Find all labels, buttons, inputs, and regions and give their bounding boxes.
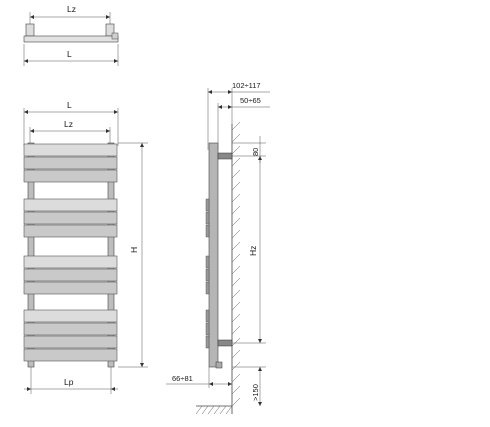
side-bar-profiles [205,198,210,349]
bar [23,156,118,170]
bar-group-3 [23,255,118,295]
front-lp-label: Lp [64,377,74,387]
bar [23,281,118,295]
wall-hatching [231,121,241,407]
top-wall-bracket [217,152,233,160]
side-top-offset-label: 80 [251,148,260,156]
bar [23,335,118,349]
side-depth-wall-label: 50÷65 [240,96,261,105]
side-valve [215,361,223,369]
front-lz-label: Lz [64,119,73,129]
bar [23,348,118,362]
front-l-label: L [67,100,72,110]
bar [23,322,118,336]
bar [23,198,118,212]
side-view: 102÷117 50÷65 [166,81,270,415]
top-view: Lz L [23,4,119,66]
side-bottom-offset-label: 66÷81 [172,374,193,383]
top-radiator-body [23,35,119,43]
top-left-valve [25,23,35,37]
bar [23,169,118,183]
bar [23,268,118,282]
bar-group-1 [23,143,118,183]
bottom-wall-bracket [217,339,233,347]
top-lz-label: Lz [67,4,76,14]
side-floor-clearance-label: >150 [251,384,260,401]
side-radiator-body [208,142,219,368]
bar [23,224,118,238]
floor-hatching [195,405,233,415]
bar [23,309,118,323]
side-hz-label: Hz [248,246,258,256]
side-depth-total-label: 102÷117 [232,81,261,90]
front-h-label: H [129,247,139,253]
bar-group-4 [23,309,118,362]
bar [23,255,118,269]
bar [23,211,118,225]
bar [23,143,118,157]
front-view: L Lz [23,100,148,394]
top-l-label: L [67,49,72,59]
bar-group-2 [23,198,118,238]
